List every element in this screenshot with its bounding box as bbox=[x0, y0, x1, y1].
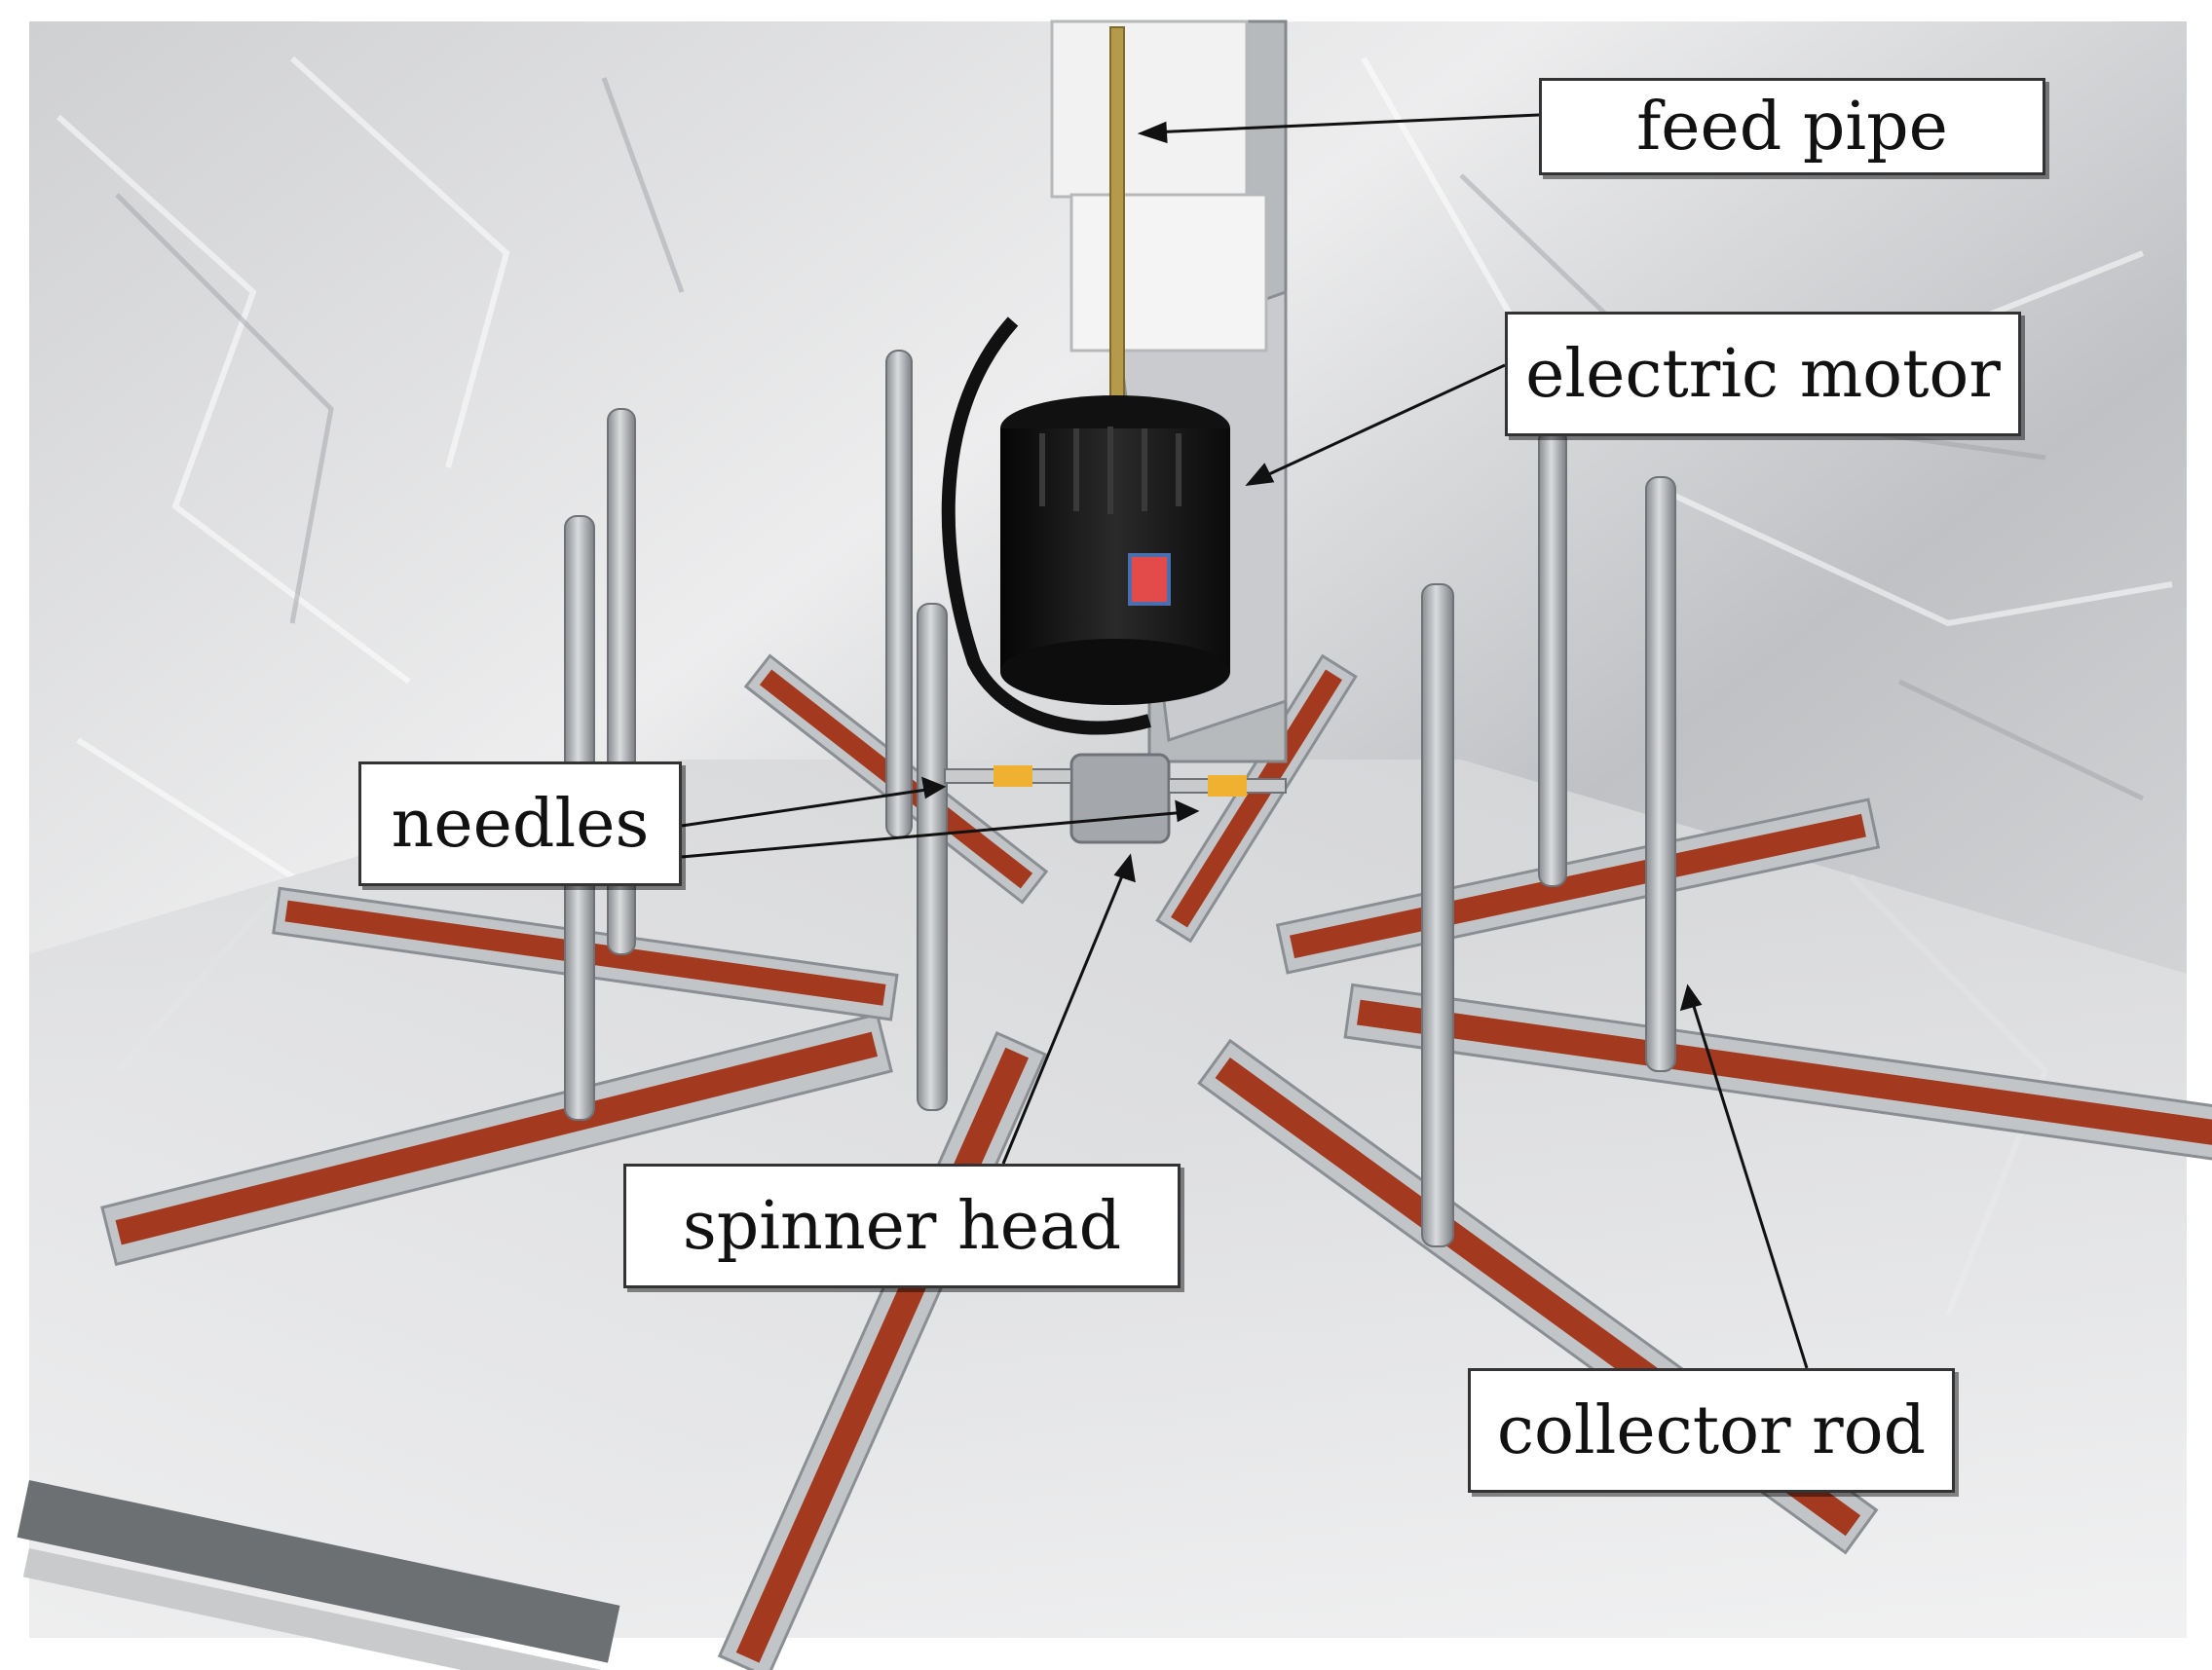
motor-fins bbox=[1039, 427, 1181, 514]
arrow-needles-1 bbox=[681, 787, 934, 828]
arrowhead-needles-2 bbox=[1175, 799, 1200, 823]
callout-collector-rod: collector rod bbox=[1468, 1368, 1955, 1493]
callout-feed-pipe: feed pipe bbox=[1539, 78, 2045, 175]
motor-connector bbox=[1128, 553, 1171, 606]
lower-bracket bbox=[1069, 193, 1268, 353]
needle-left-hub bbox=[994, 765, 1032, 787]
top-bracket bbox=[1050, 19, 1249, 199]
callout-electric-motor: electric motor bbox=[1505, 312, 2021, 436]
arrow-collector-rod bbox=[1689, 996, 1809, 1369]
arrowhead-feed-pipe bbox=[1137, 121, 1168, 144]
callout-spinner-head: spinner head bbox=[623, 1164, 1181, 1288]
arrow-electric-motor bbox=[1257, 363, 1506, 481]
feed-pipe bbox=[1109, 26, 1125, 418]
arrowhead-collector-rod bbox=[1679, 983, 1703, 1012]
arrow-spinner-head bbox=[1001, 866, 1128, 1165]
motor-bottom bbox=[1000, 639, 1230, 705]
spinner-head bbox=[1069, 753, 1171, 844]
arrowhead-needles-1 bbox=[921, 776, 947, 799]
callout-arrows bbox=[681, 113, 1809, 1369]
electric-motor-body bbox=[1000, 428, 1230, 672]
needle-right-hub bbox=[1208, 775, 1247, 797]
arrow-needles-2 bbox=[681, 810, 1187, 859]
arrow-feed-pipe bbox=[1150, 113, 1540, 134]
frame-bar-left bbox=[17, 1480, 620, 1663]
callout-needles: needles bbox=[358, 761, 682, 886]
frame-bar-left-highlight bbox=[22, 1548, 601, 1670]
arrowhead-electric-motor bbox=[1245, 463, 1275, 486]
arrowhead-spinner-head bbox=[1113, 853, 1136, 883]
motor-cable bbox=[941, 316, 1151, 735]
